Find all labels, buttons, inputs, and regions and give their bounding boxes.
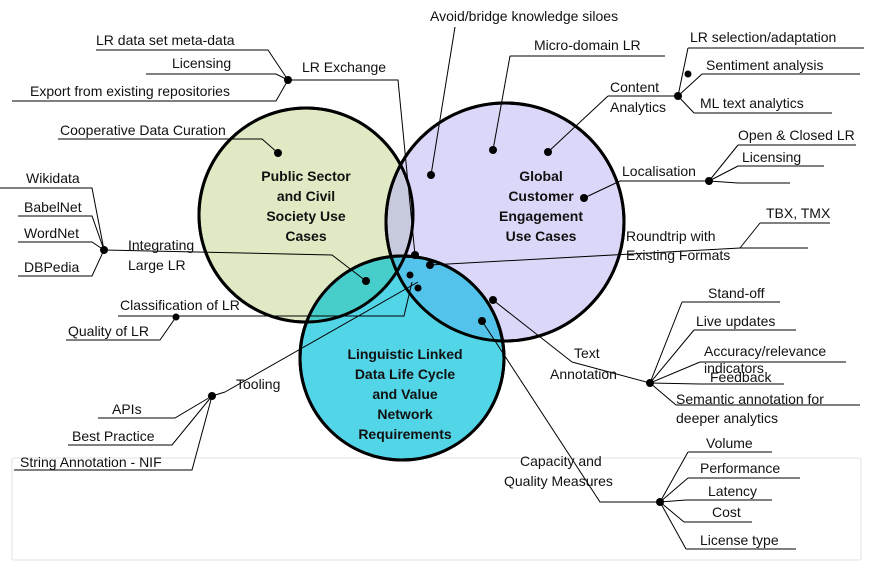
performance-label: Performance [700, 460, 780, 476]
integrating-label: Integrating [128, 237, 194, 253]
linguistic-public-overlap [302, 258, 413, 322]
latency-label: Latency [708, 483, 757, 499]
wikidata-label: Wikidata [26, 170, 80, 186]
public-sector-label-4: Cases [285, 228, 326, 244]
babelnet-label: BabelNet [24, 199, 82, 215]
tbx-tmx-label: TBX, TMX [766, 205, 831, 221]
dbpedia-label: DBPedia [24, 259, 79, 275]
text-label: Text [574, 345, 600, 361]
tooling-label: Tooling [236, 376, 280, 392]
bottom-panel [11, 457, 862, 561]
linguistic-label-4: Network [377, 406, 432, 422]
linguistic-label-2: Data Life Cycle [355, 366, 456, 382]
coop-curation-label: Cooperative Data Curation [60, 122, 226, 138]
semantic-label: Semantic annotation for [676, 391, 824, 407]
string-annotation-label: String Annotation - NIF [20, 454, 162, 470]
annotation-label: Annotation [550, 366, 617, 382]
license-type-label: License type [700, 532, 779, 548]
quality-measures-label: Quality Measures [504, 473, 613, 489]
cost-label: Cost [712, 504, 741, 520]
linguistic-label-5: Requirements [358, 426, 452, 442]
public-sector-label-3: Society Use [266, 208, 346, 224]
lr-metadata-label: LR data set meta-data [96, 32, 235, 48]
volume-label: Volume [706, 435, 753, 451]
classification-label: Classification of LR [120, 297, 240, 313]
stand-off-label: Stand-off [708, 285, 765, 301]
localisation-label: Localisation [622, 163, 696, 179]
indicators-label: indicators [704, 360, 764, 376]
roundtrip-label: Roundtrip with [626, 228, 716, 244]
existing-formats-label: Existing Formats [626, 247, 730, 263]
global-customer-label-1: Global [519, 168, 563, 184]
wordnet-label: WordNet [24, 225, 79, 241]
capacity-label: Capacity and [520, 453, 602, 469]
large-lr-label: Large LR [128, 257, 186, 273]
live-updates-label: Live updates [696, 313, 775, 329]
global-customer-label-4: Use Cases [506, 228, 577, 244]
apis-label: APIs [112, 401, 142, 417]
connector-dots [100, 70, 713, 506]
public-sector-label-1: Public Sector [261, 168, 351, 184]
global-customer-label-2: Customer [508, 188, 574, 204]
linguistic-label-3: and Value [372, 386, 438, 402]
lr-exchange-label: LR Exchange [302, 59, 386, 75]
ml-text-label: ML text analytics [700, 95, 804, 111]
analytics-label: Analytics [610, 99, 666, 115]
sentiment-label: Sentiment analysis [706, 57, 824, 73]
public-sector-label-2: and Civil [277, 188, 335, 204]
linguistic-global-overlap [388, 258, 502, 339]
licensing-left-label: Licensing [172, 55, 231, 71]
licensing-right-label: Licensing [742, 149, 801, 165]
best-practice-label: Best Practice [72, 428, 155, 444]
content-label: Content [610, 79, 659, 95]
open-closed-label: Open & Closed LR [738, 127, 855, 143]
quality-lr-label: Quality of LR [68, 323, 149, 339]
linguistic-label-1: Linguistic Linked [347, 346, 462, 362]
lr-selection-label: LR selection/adaptation [690, 29, 836, 45]
avoid-siloes-label: Avoid/bridge knowledge siloes [430, 8, 618, 24]
feedback-label: Feedback [710, 369, 772, 385]
micro-domain-label: Micro-domain LR [534, 37, 641, 53]
accuracy-label: Accuracy/relevance [704, 343, 826, 359]
global-customer-label-3: Engagement [499, 208, 583, 224]
connector-lines [0, 26, 864, 550]
deeper-label: deeper analytics [676, 410, 778, 426]
export-label: Export from existing repositories [30, 83, 230, 99]
